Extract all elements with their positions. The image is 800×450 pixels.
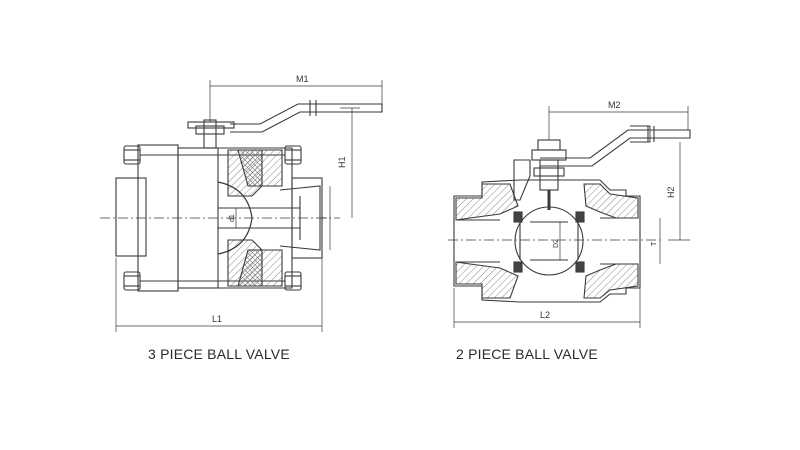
dim-m2: M2: [608, 100, 621, 110]
dim-m1: M1: [296, 74, 309, 84]
ball: [217, 181, 253, 255]
seat-2a: [513, 211, 523, 223]
right-end-cap: [291, 177, 323, 259]
dim-h2: H2: [666, 186, 676, 198]
dim-l2: L2: [540, 310, 550, 320]
two-piece-valve: [448, 125, 691, 303]
seat-2c: [575, 211, 585, 223]
gland-nut-1: [195, 125, 225, 135]
center-body: [177, 147, 219, 289]
stem-top-1: [187, 121, 235, 129]
ball-2: [514, 206, 584, 276]
dimensions-2: [453, 106, 690, 328]
dimensions-1: [115, 80, 383, 332]
seat-2d: [575, 261, 585, 273]
dim-l1: L1: [212, 314, 222, 324]
three-piece-valve: [100, 100, 383, 292]
seat-lower: [237, 249, 263, 287]
seat-upper: [237, 149, 263, 187]
caption-three-piece: 3 PIECE BALL VALVE: [148, 346, 290, 362]
dim-t1: T: [322, 215, 329, 220]
handle-2: [540, 129, 691, 167]
handle-1: [230, 103, 383, 133]
stem-2: [539, 159, 559, 191]
dim-h1: H1: [337, 156, 347, 168]
caption-two-piece: 2 PIECE BALL VALVE: [456, 346, 598, 362]
dim-d2: D2: [553, 239, 560, 248]
left-end-cap: [115, 177, 147, 257]
dim-d1: d1: [229, 214, 236, 222]
seat-2b: [513, 261, 523, 273]
dim-t2: T: [651, 241, 658, 246]
